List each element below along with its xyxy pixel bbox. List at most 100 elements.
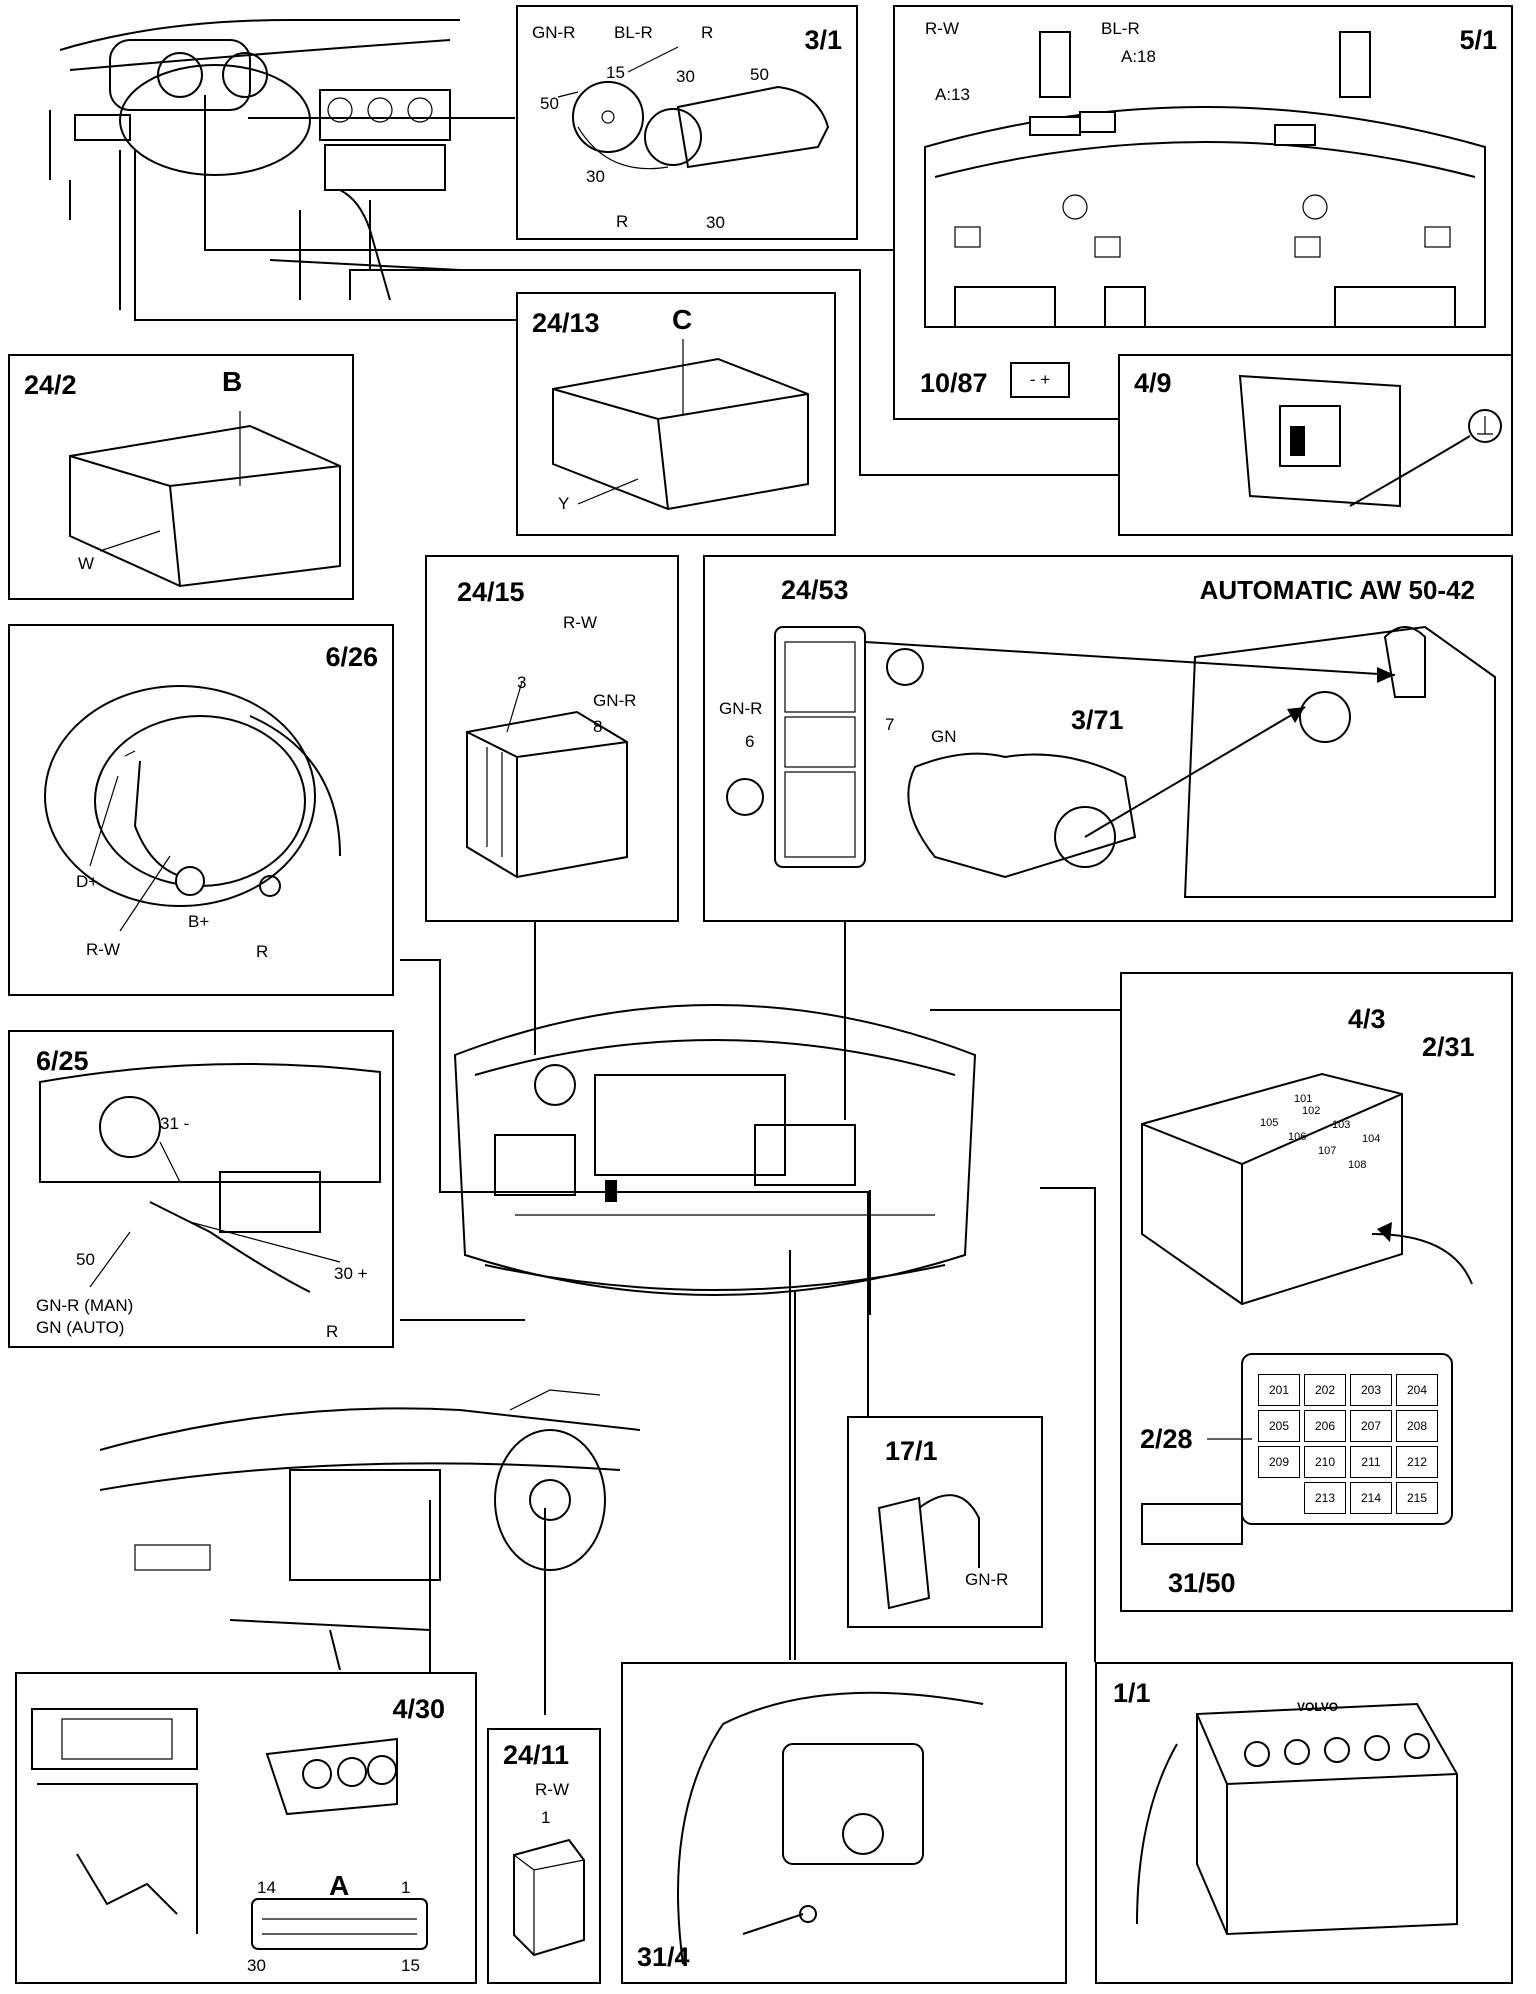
panel-5-1: 5/1 R-W BL-R A:18 A:13 (893, 5, 1513, 420)
label: GN-R (593, 691, 637, 710)
label: 14 (257, 1878, 276, 1897)
panel-6-25: 6/25 31 - 50 30 + GN-R (MAN) GN (AUTO) R (8, 1030, 394, 1348)
panel-6-26: 6/26 D+ B+ R-W R (8, 624, 394, 996)
label-C: C (672, 304, 693, 335)
panel-id-24-53: 24/53 (781, 575, 849, 605)
label: GN (931, 727, 957, 746)
panel-24-2: 24/2 B W (8, 354, 354, 600)
panel-id: 1/1 (1113, 1678, 1151, 1708)
label-Y: Y (558, 494, 570, 513)
label: R (326, 1322, 339, 1341)
fuse-label: 107 (1318, 1145, 1337, 1157)
panel-id: 6/26 (325, 642, 378, 672)
label: 1 (541, 1808, 551, 1827)
label-W: W (78, 554, 95, 573)
instrument-cluster-drawing (924, 31, 1486, 328)
lower-dashboard-drawing (99, 1389, 640, 1670)
sensor-drawing (877, 1494, 980, 1610)
panel-id: 6/25 (36, 1046, 89, 1076)
automatic-title: AUTOMATIC AW 50-42 (1199, 575, 1475, 605)
label: R-W (86, 940, 120, 959)
label: A:13 (935, 85, 970, 104)
label: B+ (188, 912, 210, 931)
label: R-W (535, 1780, 569, 1799)
fuse-cell: 210 (1304, 1446, 1346, 1478)
fuse-cell: 209 (1258, 1446, 1300, 1478)
starter-motor-drawing (39, 1063, 381, 1293)
panel-id: 24/15 (457, 577, 525, 607)
label: 15 (606, 63, 625, 82)
panel-3-1: 3/1 GN-R BL-R R 15 30 50 50 30 R 30 (516, 5, 858, 240)
label: R (256, 942, 269, 961)
gear-selector-drawing (726, 625, 1496, 898)
label: 30 + (334, 1264, 368, 1283)
fuse-cell (1258, 1482, 1300, 1514)
fuse-cell: 211 (1350, 1446, 1392, 1478)
panel-10-87-id: 10/87 (920, 368, 988, 398)
fuse-label: 101 (1294, 1093, 1313, 1105)
panel-id-2-31: 2/31 (1422, 1032, 1475, 1062)
dashboard-illustration (49, 19, 461, 301)
panel-id-4-3: 4/3 (1348, 1004, 1386, 1034)
battery-brand: VOLVO (1297, 1700, 1339, 1714)
fuse-cell: 203 (1350, 1374, 1392, 1406)
label: GN-R (532, 23, 576, 42)
label-A: A (329, 1870, 350, 1901)
label: R-W (925, 19, 959, 38)
battery-symbol-box: - + (1010, 362, 1070, 398)
label: 6 (745, 732, 755, 751)
label: 50 (76, 1250, 95, 1269)
fuse-box-drawing (1141, 1072, 1473, 1545)
label: 31 - (160, 1114, 190, 1133)
label: 8 (593, 717, 603, 736)
panel-4-30: 4/30 A 14 1 30 15 (15, 1672, 477, 1984)
panel-id: 5/1 (1459, 25, 1497, 55)
fuse-cell: 204 (1396, 1374, 1438, 1406)
label: GN (AUTO) (36, 1318, 125, 1337)
panel-24-15: 24/15 R-W 3 GN-R 8 (425, 555, 679, 922)
label: GN-R (MAN) (36, 1296, 134, 1315)
panel-fuse-box: 4/3 2/31 2/28 31/50 101 102 103 104 105 … (1120, 972, 1513, 1612)
label: 30 (586, 167, 605, 186)
ignition-switch-drawing (557, 46, 830, 170)
fuse-label: 106 (1288, 1131, 1307, 1143)
label: 30 (247, 1956, 266, 1975)
panel-id: 4/30 (392, 1694, 445, 1724)
label: 30 (706, 213, 725, 232)
connector-drawing (466, 681, 628, 879)
label: R (616, 212, 629, 231)
label: 7 (885, 715, 895, 734)
panel-automatic: 24/53 AUTOMATIC AW 50-42 3/71 GN-R 6 7 G… (703, 555, 1513, 922)
panel-id: 3/1 (804, 25, 842, 55)
panel-17-1: 17/1 GN-R (847, 1416, 1043, 1628)
connector-drawing (513, 1838, 585, 1957)
battery-symbol: - + (1029, 370, 1051, 389)
panel-id: 4/9 (1134, 368, 1172, 398)
label: 50 (750, 65, 769, 84)
ground-point-drawing (1238, 374, 1502, 508)
label: D+ (76, 872, 99, 891)
fuse-block-drawing (552, 339, 809, 511)
panel-id-2-28: 2/28 (1140, 1424, 1193, 1454)
fuse-label: 102 (1302, 1105, 1321, 1117)
fuse-cell: 212 (1396, 1446, 1438, 1478)
alternator-drawing (44, 685, 341, 932)
panel-1-1: 1/1 VOLVO (1095, 1662, 1513, 1984)
label: GN-R (719, 699, 763, 718)
label-B: B (222, 366, 243, 397)
fuse-cell: 206 (1304, 1410, 1346, 1442)
fuse-block-drawing (69, 411, 341, 588)
label: A:18 (1121, 47, 1156, 66)
fuse-cell: 215 (1396, 1482, 1438, 1514)
fuse-cell: 205 (1258, 1410, 1300, 1442)
fuse-label: 108 (1348, 1159, 1367, 1171)
fuse-cell: 214 (1350, 1482, 1392, 1514)
panel-id-31-50: 31/50 (1168, 1568, 1236, 1598)
panel-id: 17/1 (885, 1436, 938, 1466)
battery-drawing (1136, 1702, 1458, 1936)
fuse-cell: 201 (1258, 1374, 1300, 1406)
label: BL-R (1101, 19, 1140, 38)
panel-24-13: 24/13 C Y (516, 292, 836, 536)
